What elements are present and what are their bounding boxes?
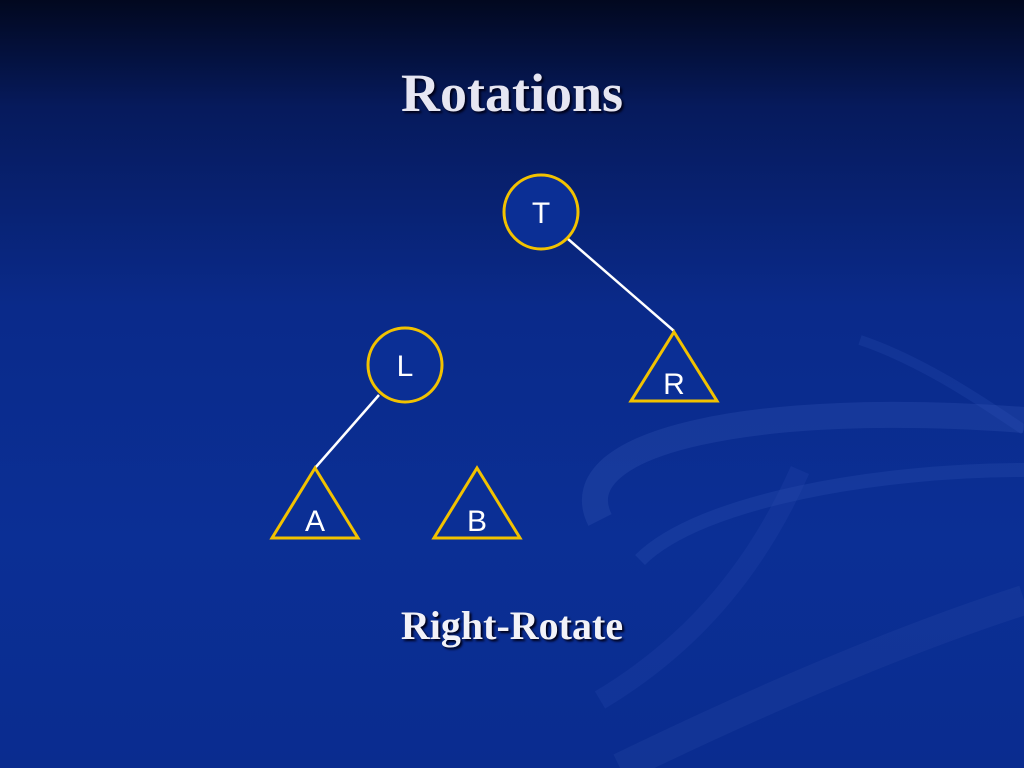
subtree-a: A	[269, 465, 361, 540]
edge-t-to-r	[567, 238, 675, 332]
node-t-circle	[502, 173, 580, 251]
diagram-caption: Right-Rotate	[400, 603, 624, 648]
subtree-a-label: A	[305, 505, 325, 538]
subtree-b: B	[431, 465, 523, 540]
slide-title: Rotations	[400, 63, 623, 123]
subtree-r: R	[628, 329, 720, 403]
edge-l-to-a	[314, 394, 380, 469]
node-t-label: T	[532, 197, 550, 230]
node-l-circle	[366, 326, 444, 404]
subtree-r-label: R	[663, 368, 685, 401]
subtree-b-label: B	[467, 505, 487, 538]
node-l-label: L	[397, 350, 414, 383]
tree-node-t: T	[502, 173, 580, 251]
tree-node-l: L	[366, 326, 444, 404]
subtree-b-triangle	[431, 465, 523, 540]
subtree-r-triangle	[628, 329, 720, 403]
subtree-a-triangle	[269, 465, 361, 540]
